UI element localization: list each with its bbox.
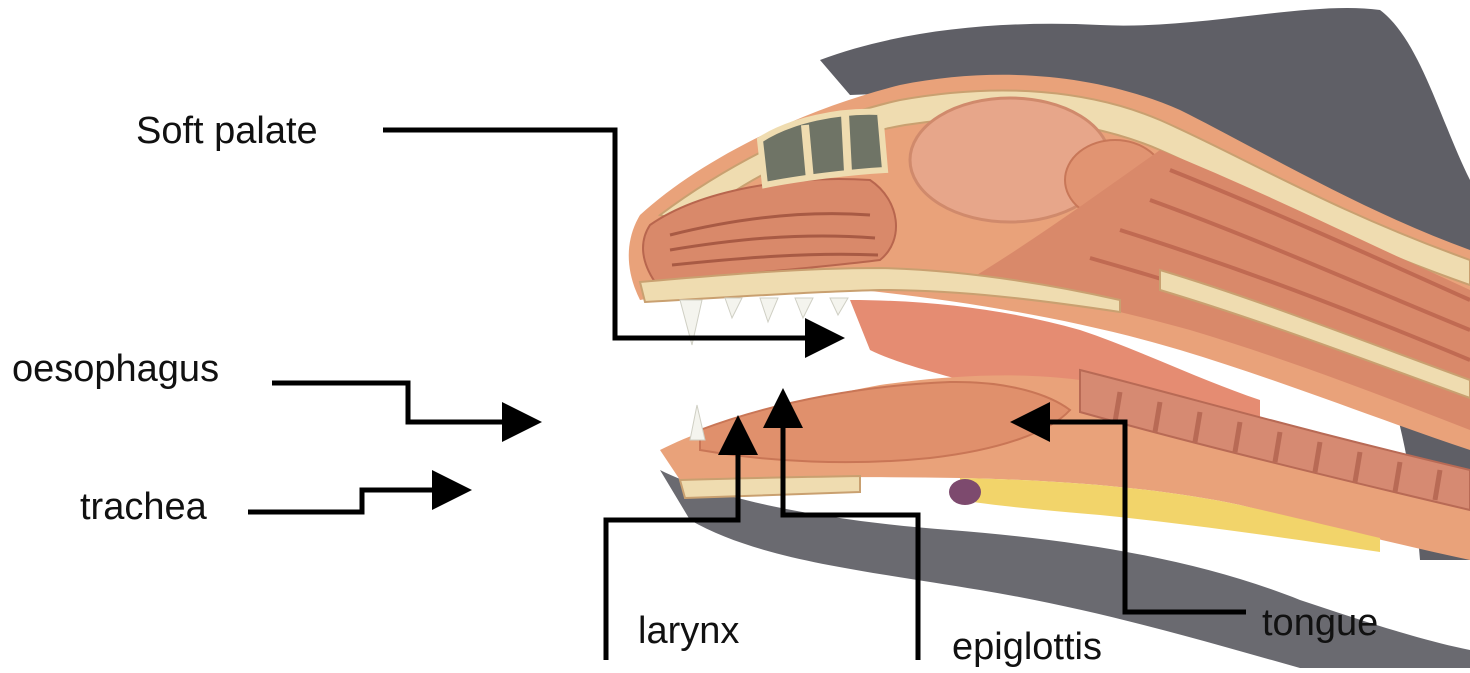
frontal-sinus — [760, 112, 885, 185]
label-larynx: larynx — [638, 612, 739, 650]
trachea-leader — [248, 490, 462, 512]
salivary-gland — [949, 479, 981, 505]
label-trachea: trachea — [80, 488, 207, 526]
lower-teeth — [690, 405, 705, 440]
mandible-bone — [680, 476, 860, 498]
label-tongue: tongue — [1262, 604, 1378, 642]
label-soft-palate: Soft palate — [136, 112, 318, 150]
oesophagus-leader — [272, 383, 532, 422]
label-epiglottis: epiglottis — [952, 628, 1102, 666]
label-oesophagus: oesophagus — [12, 350, 219, 388]
